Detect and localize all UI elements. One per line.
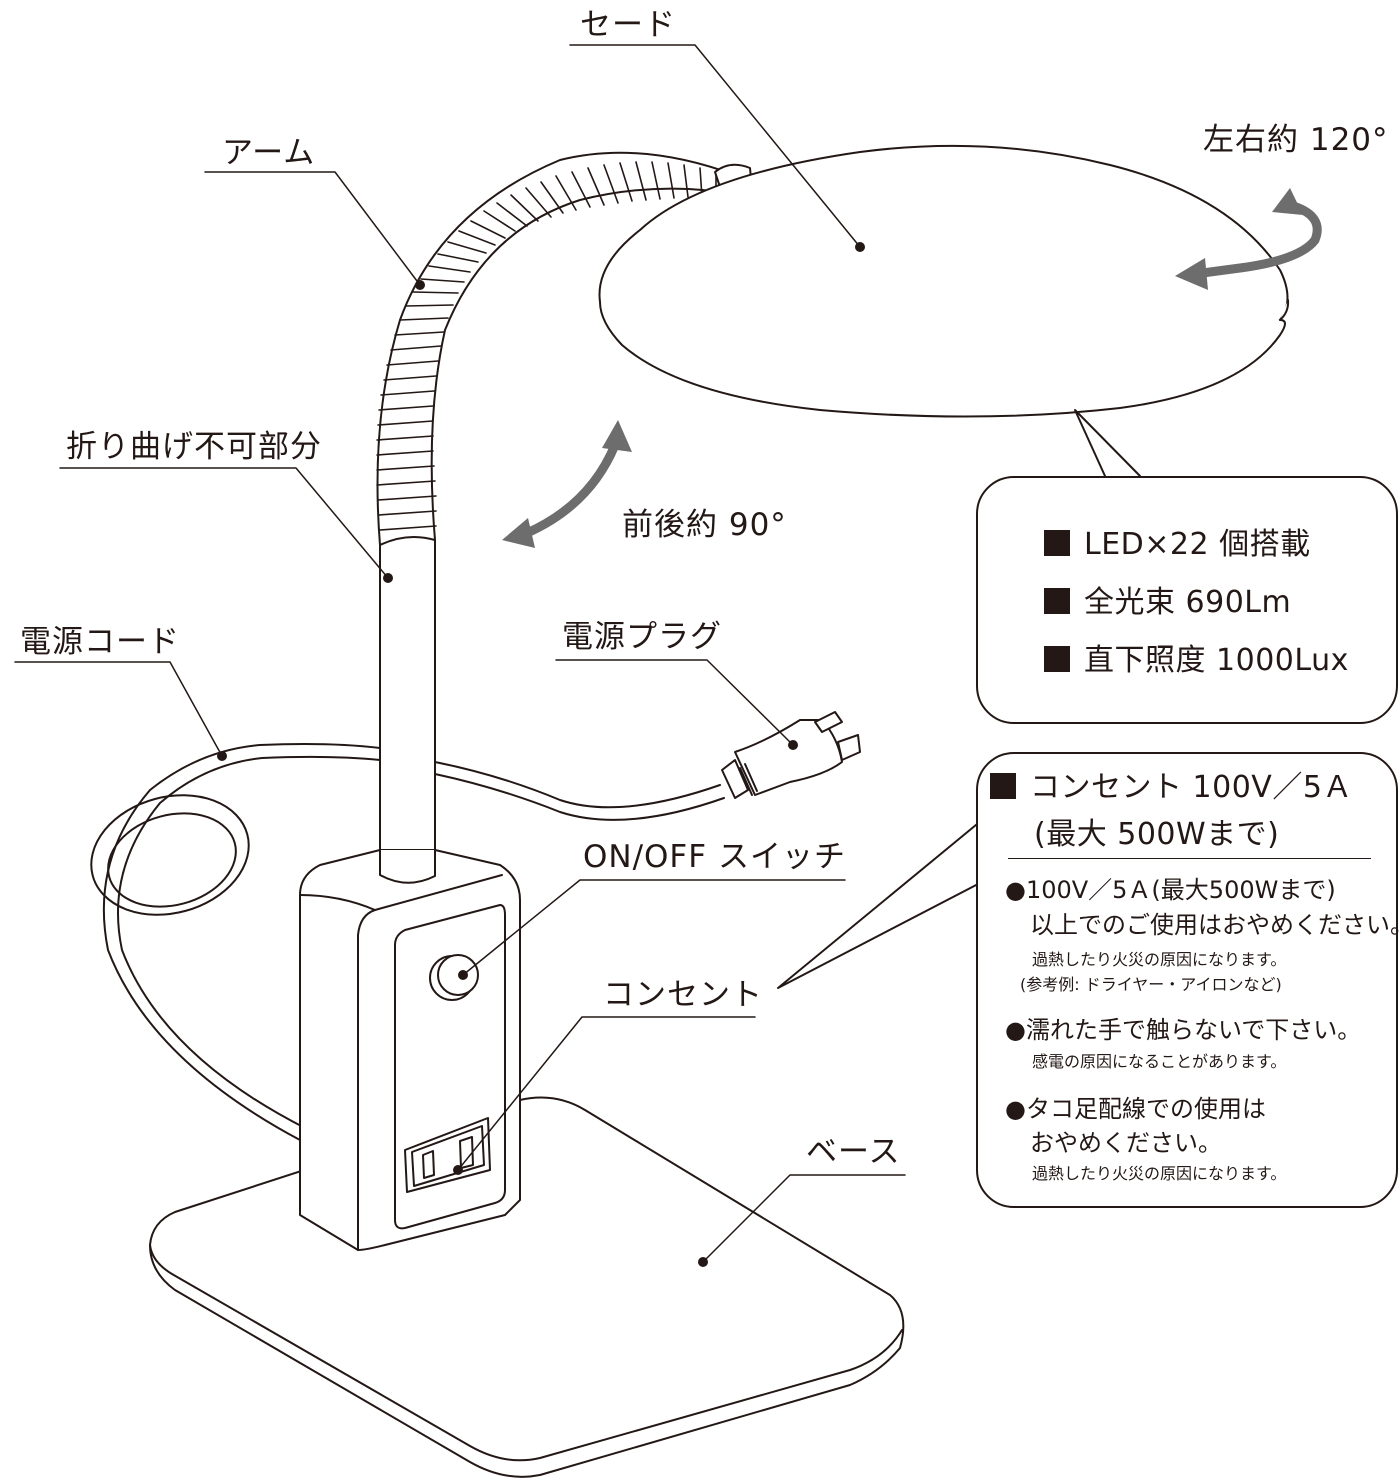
warning-title-sub: (最大 500Wまで) <box>1034 817 1280 852</box>
label-power-plug: 電源プラグ <box>562 619 722 655</box>
warning-item-1: ●100V／5Ａ(最大500Wまで) <box>1005 876 1336 904</box>
spec-callout-tail <box>1074 409 1141 477</box>
rotate-arrow-heads <box>1175 188 1303 290</box>
power-cord-path <box>90 743 725 1141</box>
base-plate <box>149 1096 905 1478</box>
label-base: ベース <box>806 1134 901 1170</box>
switch-button <box>429 954 479 1001</box>
label-shade: セード <box>580 7 676 43</box>
bullet-square-icon <box>1044 646 1070 672</box>
warning-item-2: ●濡れた手で触らないで下さい。 <box>1005 1016 1362 1044</box>
warning-callout-tail <box>777 819 983 989</box>
tilt-arrow <box>522 440 620 538</box>
rotate-arrow <box>1190 200 1322 279</box>
gooseneck-arm <box>376 151 753 546</box>
warning-item-2-note: 感電の原因になることがあります。 <box>1032 1052 1287 1071</box>
warning-item-3: ●タコ足配線での使用は <box>1005 1095 1266 1123</box>
leader-dots <box>217 242 865 1267</box>
label-arm: アーム <box>222 135 316 171</box>
tilt-arrow-heads <box>502 420 632 548</box>
label-rotate-range: 左右約 120° <box>1203 122 1389 158</box>
label-switch: ON/OFF スイッチ <box>583 839 846 875</box>
label-tilt-range: 前後約 90° <box>622 507 787 543</box>
label-rigid-section: 折り曲げ不可部分 <box>66 429 322 465</box>
warning-item-1-note: 過熱したり火災の原因になります。 <box>1032 950 1287 969</box>
warning-item-1-example: (参考例: ドライヤー・アイロンなど) <box>1020 975 1282 994</box>
outlet-socket <box>404 1117 491 1193</box>
bullet-square-icon <box>990 773 1016 799</box>
bullet-square-icon <box>1044 588 1070 614</box>
label-power-cord: 電源コード <box>20 624 180 660</box>
plug-body <box>721 711 861 799</box>
spec-illuminance: 直下照度 1000Lux <box>1044 646 1349 676</box>
warning-divider <box>1008 858 1371 859</box>
spec-lumen: 全光束 690Lm <box>1044 588 1291 618</box>
warning-title: コンセント 100V／5Ａ <box>990 773 1353 803</box>
arm-rigid <box>379 535 436 883</box>
warning-item-3-cont: おやめください。 <box>1030 1129 1222 1157</box>
label-outlet: コンセント <box>603 977 763 1013</box>
bullet-square-icon <box>1044 530 1070 556</box>
warning-box <box>976 752 1398 1208</box>
lamp-shade <box>598 144 1290 418</box>
warning-item-3-note: 過熱したり火災の原因になります。 <box>1032 1164 1287 1183</box>
leader-lines <box>14 44 906 1263</box>
warning-item-1-cont: 以上でのご使用はおやめください。 <box>1030 911 1400 939</box>
spec-led: LED×22 個搭載 <box>1044 530 1311 560</box>
